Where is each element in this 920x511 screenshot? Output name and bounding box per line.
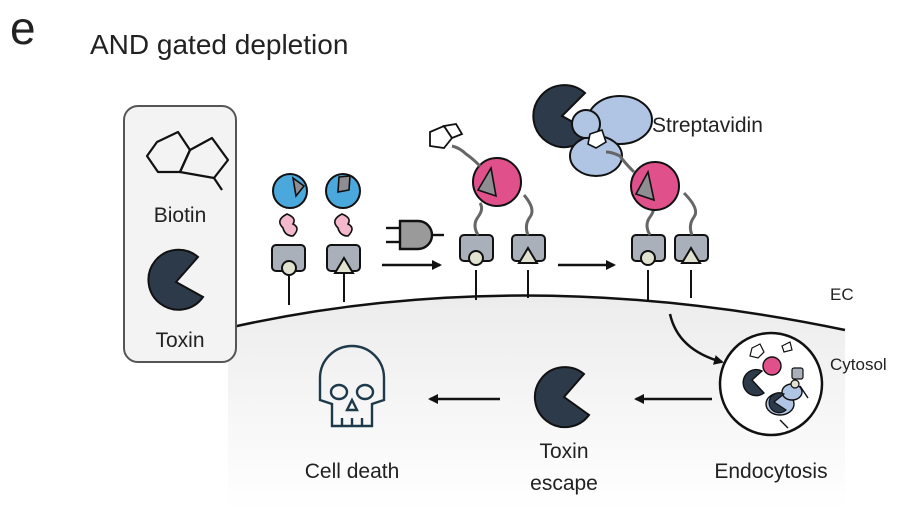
toxin-escape-label-1: Toxin: [539, 440, 588, 463]
escaped-toxin-icon: [533, 366, 591, 429]
biotin-structure-icon: [145, 130, 230, 191]
toxin-pacman-icon: [147, 248, 205, 311]
toxin-escape-label-2: escape: [530, 472, 598, 495]
endosome: [718, 331, 824, 437]
panel-letter: e: [10, 2, 36, 54]
diagram-title: AND gated depletion: [90, 29, 348, 60]
streptavidin-complex: [532, 84, 653, 177]
receptor-pair-3: [605, 150, 709, 300]
streptavidin-label: Streptavidin: [652, 114, 763, 137]
skull-icon: [318, 344, 386, 428]
receptor-pair-2: [429, 123, 546, 300]
cytosol-label: Cytosol: [830, 355, 887, 374]
ec-label: EC: [830, 285, 854, 304]
streptavidin-icon: [569, 95, 653, 177]
legend-box: [123, 105, 237, 363]
endocytosis-label: Endocytosis: [714, 460, 827, 483]
cell-death-label: Cell death: [305, 460, 400, 483]
and-gate-icon: [386, 219, 444, 251]
biotin-label: Biotin: [154, 204, 207, 227]
arrow-to-endocytosis: [668, 313, 724, 365]
toxin-label: Toxin: [155, 329, 204, 352]
receptor-pair-1: [271, 173, 361, 305]
